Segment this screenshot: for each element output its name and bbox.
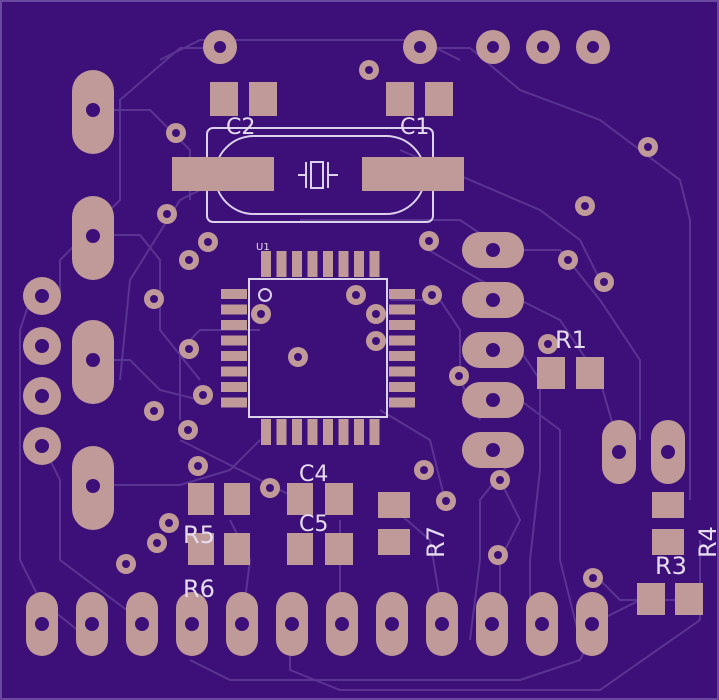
u1-pin: [389, 351, 415, 361]
u1-pin: [276, 251, 287, 277]
drill-hole: [487, 41, 499, 53]
label-c4: C4: [299, 462, 328, 487]
u1-pin: [261, 419, 271, 445]
label-r5: R5: [183, 521, 215, 549]
u1-chip: [221, 251, 415, 445]
via-holes: [122, 66, 652, 582]
u1-pin: [221, 335, 247, 346]
switch-pads: [602, 420, 685, 484]
u1-pin: [389, 366, 415, 377]
label-r6: R6: [183, 575, 215, 603]
left-connector-pads: [72, 70, 114, 530]
label-u1: U1: [256, 242, 270, 253]
u1-pin: [369, 251, 380, 277]
u1-pin: [276, 419, 287, 445]
u1-pin: [221, 320, 247, 330]
label-c5: C5: [299, 512, 328, 537]
label-r4: R4: [694, 526, 719, 558]
u1-pin: [338, 419, 349, 445]
u1-pin: [292, 251, 302, 277]
u1-pin: [369, 419, 380, 445]
label-r3: R3: [655, 552, 687, 580]
drill-hole: [414, 41, 426, 53]
crystal-footprint: [172, 127, 464, 223]
top-pad-row: [203, 30, 610, 64]
u1-pin: [221, 351, 247, 361]
trace-layer: [19, 39, 701, 691]
u1-pin: [221, 382, 247, 392]
bottom-header-pads: [26, 592, 608, 656]
u1-pin: [389, 320, 415, 330]
u1-pin: [307, 419, 318, 445]
u1-pin: [354, 251, 364, 277]
right-connector-pads: [462, 232, 524, 468]
capacitor-pads-top: [210, 82, 453, 116]
u1-pin: [221, 397, 247, 408]
drill-hole: [214, 41, 226, 53]
drill-hole: [587, 41, 599, 53]
u1-pin: [338, 251, 349, 277]
u1-pin: [389, 335, 415, 346]
left-header-pads: [23, 277, 61, 465]
u1-pin: [261, 251, 271, 277]
u1-pin: [354, 419, 364, 445]
u1-pin: [389, 304, 415, 315]
u1-pin: [389, 397, 415, 408]
u1-pin: [221, 304, 247, 315]
u1-pin: [221, 289, 247, 299]
u1-pin: [292, 419, 302, 445]
label-r1: R1: [555, 326, 587, 354]
drill-hole: [537, 41, 549, 53]
label-r7: R7: [422, 526, 450, 558]
u1-pin: [323, 419, 333, 445]
u1-pin: [221, 366, 247, 377]
smd-pads: [188, 357, 703, 615]
u1-pin: [323, 251, 333, 277]
u1-pin: [307, 251, 318, 277]
label-c2: C2: [226, 115, 255, 140]
u1-pin: [389, 382, 415, 392]
u1-pin: [389, 289, 415, 299]
label-c1: C1: [400, 115, 429, 140]
